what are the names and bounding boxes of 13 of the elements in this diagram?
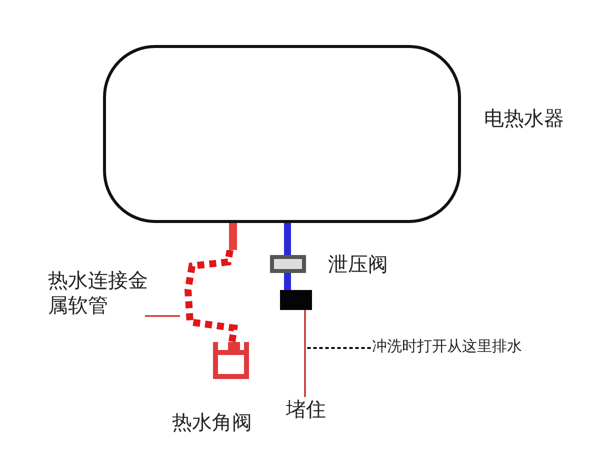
part-label: 热水角阀 [172, 410, 252, 434]
part-label: 堵住 [286, 397, 330, 423]
angle-valve [213, 342, 249, 379]
note-text: 冲洗时打开从这里排水 [372, 337, 572, 359]
dotted-leader-line [306, 347, 371, 349]
relief-valve [270, 255, 306, 273]
part-label: 泄压阀 [328, 252, 388, 276]
water-heater-tank [103, 45, 461, 223]
leader-line [145, 315, 180, 317]
drain-plug [280, 290, 312, 310]
part-label: 电热水器 [484, 106, 564, 130]
leader-line [304, 310, 306, 397]
part-label: 热水连接金属软管 [48, 268, 158, 328]
